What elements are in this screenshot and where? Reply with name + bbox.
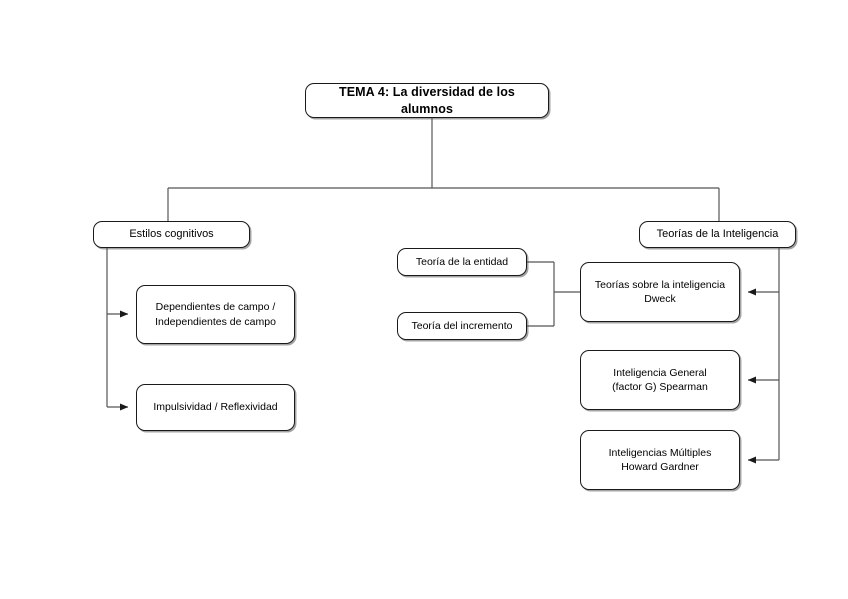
node-teorias-dweck[interactable]: Teorías sobre la inteligencia Dweck: [580, 262, 740, 322]
node-teoria-incremento-label: Teoría del incremento: [411, 319, 513, 332]
node-impulsividad-reflexividad-label: Impulsividad / Reflexividad: [153, 401, 278, 414]
node-teoria-incremento[interactable]: Teoría del incremento: [397, 312, 527, 340]
node-dependientes-independientes[interactable]: Dependientes de campo / Independientes d…: [136, 285, 295, 344]
node-dependientes-independientes-label: Dependientes de campo / Independientes d…: [155, 301, 276, 328]
node-tema-4[interactable]: TEMA 4: La diversidad de los alumnos: [305, 83, 549, 118]
node-teorias-inteligencia[interactable]: Teorías de la Inteligencia: [639, 221, 796, 248]
node-inteligencias-multiples-gardner-label: Inteligencias Múltiples Howard Gardner: [608, 446, 712, 473]
node-inteligencia-general-spearman-label: Inteligencia General (factor G) Spearman: [612, 366, 708, 393]
node-estilos-cognitivos-label: Estilos cognitivos: [129, 228, 214, 241]
node-teorias-dweck-label: Teorías sobre la inteligencia Dweck: [594, 278, 726, 305]
node-inteligencia-general-spearman[interactable]: Inteligencia General (factor G) Spearman: [580, 350, 740, 410]
node-tema-4-label: TEMA 4: La diversidad de los alumnos: [339, 84, 515, 116]
node-teorias-inteligencia-label: Teorías de la Inteligencia: [656, 228, 779, 241]
node-impulsividad-reflexividad[interactable]: Impulsividad / Reflexividad: [136, 384, 295, 431]
node-teoria-entidad-label: Teoría de la entidad: [415, 255, 509, 268]
node-teoria-entidad[interactable]: Teoría de la entidad: [397, 248, 527, 276]
node-inteligencias-multiples-gardner[interactable]: Inteligencias Múltiples Howard Gardner: [580, 430, 740, 490]
node-estilos-cognitivos[interactable]: Estilos cognitivos: [93, 221, 250, 248]
